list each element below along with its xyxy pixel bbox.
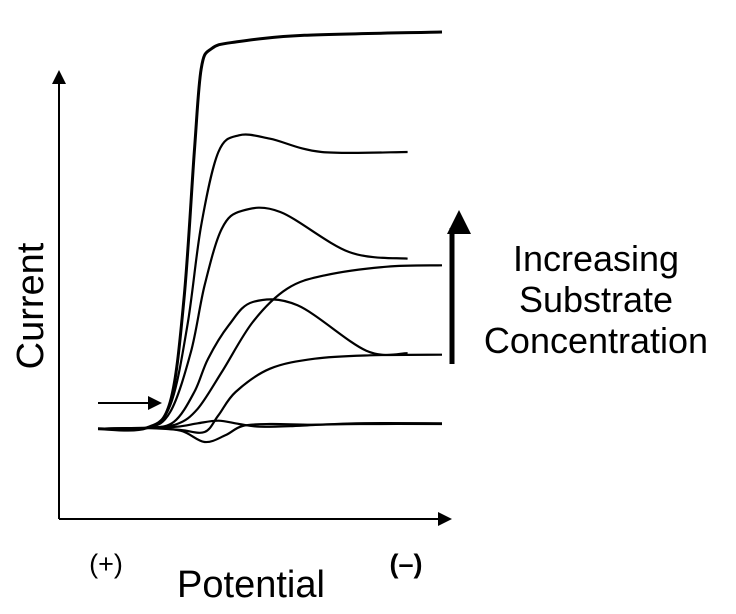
series-curve-7 — [97, 133, 408, 432]
annotation-line-2: Substrate — [519, 279, 673, 320]
y-axis-label: Current — [10, 242, 52, 369]
curve-group — [97, 30, 443, 444]
annotation-line-1: Increasing — [513, 238, 679, 279]
series-curve-3 — [97, 264, 443, 430]
x-left-label: (+) — [89, 549, 123, 579]
x-axis-label: Potential — [177, 564, 325, 606]
series-curve-5 — [97, 298, 408, 430]
series-curve-8 — [97, 30, 443, 432]
x-right-label: (–) — [390, 549, 423, 579]
annotation-line-3: Concentration — [484, 320, 708, 361]
series-curve-2 — [97, 353, 443, 434]
series-curve-4 — [97, 419, 443, 430]
series-curve-6 — [97, 206, 408, 431]
